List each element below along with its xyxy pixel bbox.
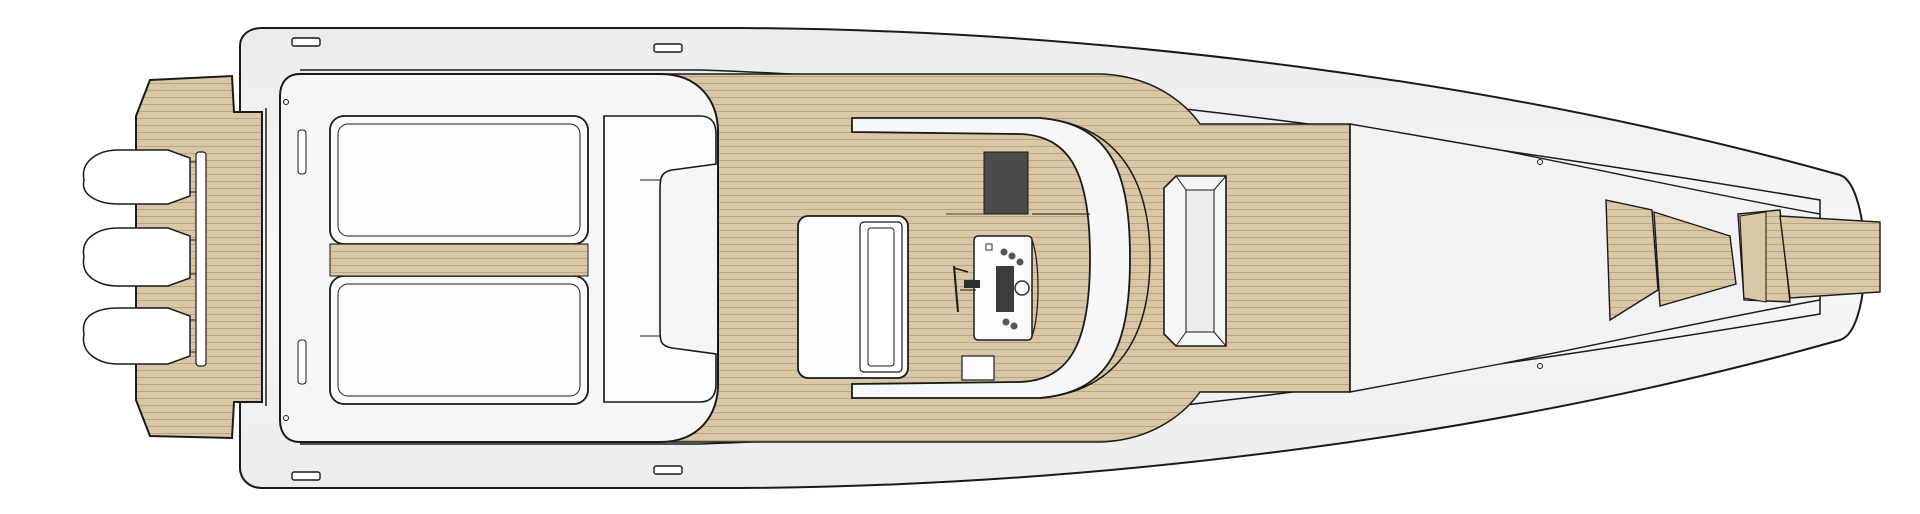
outboard-engine-1 [82, 149, 200, 205]
sunpad-upper [329, 115, 589, 245]
multifunction-display [996, 266, 1014, 312]
outboard-engines [82, 149, 207, 367]
deck-cleat-2 [653, 43, 683, 53]
aft-sunpad [279, 73, 719, 443]
helm-gauge-5 [1002, 318, 1010, 326]
deck-cleat-4 [653, 465, 683, 475]
console-dark-panel [983, 151, 1029, 215]
bow-teak-panel-2 [1653, 211, 1737, 307]
l-seat-backrest [603, 115, 717, 403]
deck-cleats [283, 37, 1543, 481]
console-step [961, 355, 995, 381]
forward-console-seat [1163, 175, 1227, 347]
helm-seat [797, 215, 909, 379]
helm-gauge-3 [1016, 258, 1024, 266]
console-surround [851, 117, 1131, 399]
center-console [851, 117, 1151, 399]
engine-bracket [195, 151, 207, 367]
deck-cleat-1 [291, 37, 321, 47]
outboard-engine-2 [82, 227, 200, 287]
bow-deck [1349, 123, 1821, 393]
steering-wheel [953, 265, 980, 313]
outboard-engine-3 [82, 307, 200, 365]
helm-gauge-2 [1008, 252, 1016, 260]
sunpad-lower [329, 275, 589, 405]
deck-cleat-3 [291, 471, 321, 481]
bow-section [1349, 123, 1881, 393]
helm-gauge-6 [1010, 322, 1018, 330]
bow-teak-panel-1 [1605, 199, 1659, 322]
helm-gauge-4 [1014, 280, 1030, 296]
windscreen [1039, 117, 1151, 399]
bow-anchor-pulpit [1779, 215, 1881, 299]
helm-gauge-1 [1000, 248, 1008, 256]
